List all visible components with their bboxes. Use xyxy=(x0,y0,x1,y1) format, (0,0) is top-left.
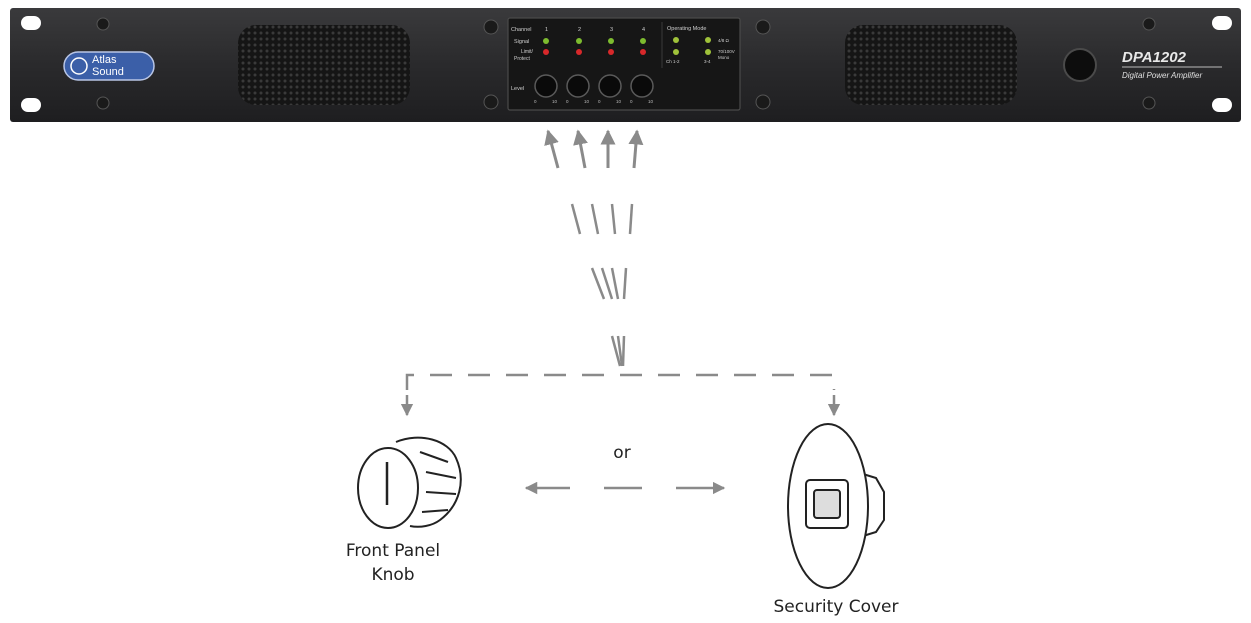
knob-scale-max: 10 xyxy=(552,99,558,104)
security-cover-caption: Security Cover xyxy=(773,597,899,617)
limit-led xyxy=(640,49,646,55)
screw-icon xyxy=(483,94,499,110)
dash-segment xyxy=(621,335,626,367)
vent-grille-right xyxy=(845,25,1017,105)
knob-caption-line-1: Front Panel xyxy=(345,541,441,561)
control-panel: Channel 1 2 3 4 Signal Limit/ Protect Le… xyxy=(507,17,741,111)
level-knob-ch3[interactable] xyxy=(598,74,622,98)
split-bracket xyxy=(405,373,836,390)
screw-icon xyxy=(483,19,499,35)
knob-scale-min: 0 xyxy=(630,99,633,104)
channel-number: 3 xyxy=(610,27,613,33)
model-subtitle: Digital Power Amplifier xyxy=(1122,71,1203,80)
dash-segment xyxy=(616,335,624,367)
knob-grip xyxy=(425,491,457,495)
knob-grip xyxy=(421,509,449,513)
upward-arrows xyxy=(544,129,644,169)
limit-led xyxy=(543,49,549,55)
dash-segment xyxy=(628,203,634,235)
knob-scale-min: 0 xyxy=(534,99,537,104)
mode-led xyxy=(673,49,679,55)
screw-icon xyxy=(96,96,110,110)
mode-led xyxy=(705,37,711,43)
screw-icon xyxy=(96,17,110,31)
dash-segment xyxy=(600,267,614,300)
knob-scale-min: 0 xyxy=(598,99,601,104)
channel-number: 4 xyxy=(642,27,645,33)
mode-70v: 70/100V xyxy=(718,49,735,54)
atlas-sound-logo: Atlas Sound xyxy=(63,51,155,81)
dash-segment xyxy=(570,203,582,235)
signal-led xyxy=(576,38,582,44)
signal-led xyxy=(543,38,549,44)
protect-label: Protect xyxy=(514,56,530,62)
mode-ohms: 4/8 Ω xyxy=(718,38,730,43)
mode-ch34: 3-4 xyxy=(704,59,711,64)
arrow-up-icon xyxy=(628,129,644,169)
level-label: Level xyxy=(511,86,524,92)
power-button[interactable] xyxy=(1063,48,1097,82)
screw-icon xyxy=(1142,96,1156,110)
operating-mode-label: Operating Mode xyxy=(667,26,706,32)
vent-grille-left xyxy=(238,25,410,105)
dash-segment xyxy=(590,203,600,235)
rack-hole-top-left xyxy=(21,16,41,30)
arrow-up-icon xyxy=(573,129,588,169)
screw-icon xyxy=(755,94,771,110)
knob-grip xyxy=(419,451,449,463)
knob-grip xyxy=(425,471,457,479)
mode-mono: Mono xyxy=(718,55,730,60)
rack-hole-top-right xyxy=(1212,16,1232,30)
knob-scale-max: 10 xyxy=(584,99,590,104)
knob-scale-min: 0 xyxy=(566,99,569,104)
signal-led xyxy=(608,38,614,44)
level-knob-ch4[interactable] xyxy=(630,74,654,98)
channel-number: 1 xyxy=(545,27,548,33)
screw-icon xyxy=(755,19,771,35)
split-line xyxy=(400,373,841,417)
channel-label: Channel xyxy=(511,27,532,33)
channel-number: 2 xyxy=(578,27,581,33)
cover-insert xyxy=(813,489,841,519)
brand-line-2: Sound xyxy=(92,66,124,78)
rack-hole-bottom-right xyxy=(1212,98,1232,112)
dash-segment xyxy=(590,267,606,300)
knob-caption-line-2: Knob xyxy=(371,565,415,585)
mode-ch12: Ch 1-2 xyxy=(666,59,680,64)
model-name: DPA1202 xyxy=(1122,49,1187,66)
dash-segment xyxy=(610,335,622,367)
converging-lines xyxy=(570,203,634,367)
signal-label: Signal xyxy=(514,39,529,45)
limit-led xyxy=(608,49,614,55)
rack-hole-bottom-left xyxy=(21,98,41,112)
screw-icon xyxy=(1142,17,1156,31)
front-panel-knob-icon xyxy=(357,436,462,529)
arrow-up-icon xyxy=(544,129,560,169)
limit-label: Limit/ xyxy=(521,49,534,55)
dash-segment xyxy=(622,267,628,300)
or-label: or xyxy=(613,443,631,463)
dash-segment xyxy=(610,267,620,300)
knob-scale-max: 10 xyxy=(616,99,622,104)
brand-line-1: Atlas xyxy=(92,54,117,66)
mode-led xyxy=(673,37,679,43)
security-cover-icon xyxy=(787,423,885,589)
signal-led xyxy=(640,38,646,44)
limit-led xyxy=(576,49,582,55)
dash-segment xyxy=(610,203,617,235)
mode-led xyxy=(705,49,711,55)
amplifier-front-panel: Atlas Sound DPA1202 Digital Power Amplif… xyxy=(10,8,1241,122)
knob-scale-max: 10 xyxy=(648,99,654,104)
level-knob-ch1[interactable] xyxy=(534,74,558,98)
level-knob-ch2[interactable] xyxy=(566,74,590,98)
